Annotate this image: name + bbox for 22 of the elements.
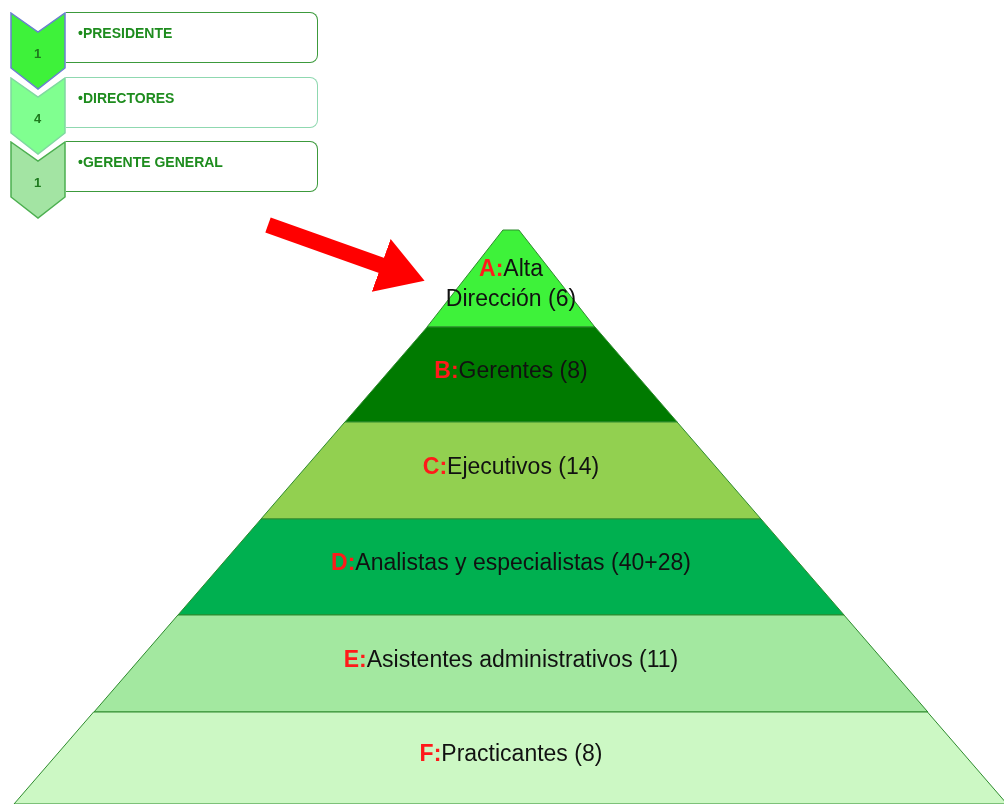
pyramid-level	[427, 230, 595, 327]
role-box: •PRESIDENTE	[66, 12, 318, 63]
chevron-marker	[10, 12, 66, 90]
level-label: B:Gerentes (8)	[434, 355, 588, 385]
role-box: •GERENTE GENERAL	[66, 141, 318, 192]
pyramid-level	[14, 712, 1004, 804]
level-label: A:Alta Dirección (6)	[444, 253, 578, 313]
chevron-marker	[10, 77, 66, 155]
level-label: C:Ejecutivos (14)	[422, 451, 600, 481]
role-box: •DIRECTORES	[66, 77, 318, 128]
pyramid-level	[344, 327, 678, 422]
pyramid-level	[94, 615, 928, 712]
level-label: F:Practicantes (8)	[419, 739, 603, 769]
level-label: E:Asistentes administrativos (11)	[343, 644, 679, 674]
level-count: 4	[34, 110, 42, 128]
level-count: 1	[34, 174, 42, 192]
pyramid-level	[177, 519, 844, 615]
level-count: 1	[34, 45, 42, 63]
pyramid-level	[261, 422, 761, 519]
chevron-marker	[10, 141, 66, 219]
arrow	[265, 217, 425, 292]
level-label: D:Analistas y especialistas (40+28)	[331, 548, 691, 578]
